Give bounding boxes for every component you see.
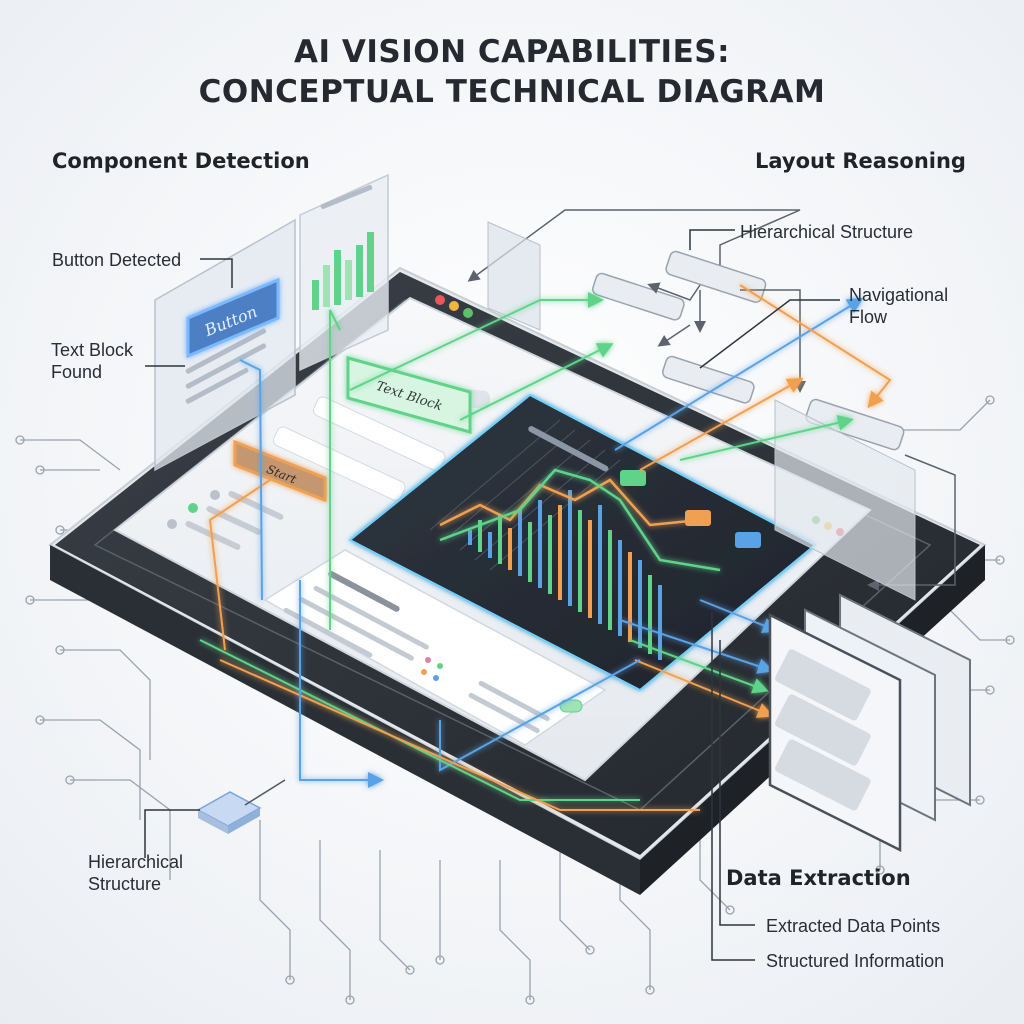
hierarchy-node-right bbox=[805, 398, 905, 451]
chart-line-orange bbox=[439, 478, 701, 527]
label-button-detected: Button Detected bbox=[52, 250, 182, 270]
component-detection-heading: Component Detection bbox=[52, 149, 310, 173]
callout-leaders bbox=[144, 229, 840, 961]
window-maximize-dot bbox=[463, 308, 473, 318]
chip-icon bbox=[196, 779, 286, 834]
label-hierarchical-structure-right: Hierarchical Structure bbox=[740, 222, 914, 242]
data-extraction-heading: Data Extraction bbox=[726, 866, 911, 890]
chart-tag-blue bbox=[735, 532, 761, 548]
chart-line-green bbox=[439, 468, 721, 572]
title-line-2: CONCEPTUAL TECHNICAL DIAGRAM bbox=[198, 74, 826, 110]
layout-reasoning-heading: Layout Reasoning bbox=[755, 149, 966, 173]
leader-structured-information bbox=[711, 612, 755, 961]
window-close-dot bbox=[435, 295, 445, 305]
label-extracted-data-points: Extracted Data Points bbox=[766, 916, 941, 936]
chart-panel bbox=[348, 393, 817, 692]
chart-bars bbox=[468, 490, 662, 660]
leader-navigational-flow bbox=[699, 299, 840, 369]
hierarchy-node-middle bbox=[662, 355, 755, 404]
chart-tag-green bbox=[620, 470, 646, 486]
right-glass-panels bbox=[487, 221, 916, 601]
leader-hierarchical-right bbox=[689, 229, 735, 250]
label-navigational-flow: Navigational Flow bbox=[849, 285, 949, 327]
label-structured-information: Structured Information bbox=[766, 951, 945, 971]
label-text-block-found: Text Block Found bbox=[51, 340, 134, 382]
label-hierarchical-structure-left: Hierarchical Structure bbox=[88, 852, 184, 894]
detected-button: Button bbox=[186, 277, 280, 359]
detected-action-chip: Start bbox=[233, 439, 327, 503]
leader-hierarchical-left bbox=[144, 809, 200, 858]
text-card bbox=[263, 549, 607, 746]
flow-arrows bbox=[199, 284, 892, 811]
mini-bar-chart bbox=[312, 232, 374, 310]
window-minimize-dot bbox=[449, 301, 459, 311]
diagram-title: AI VISION CAPABILITIES: CONCEPTUAL TECHN… bbox=[0, 32, 1024, 112]
title-line-1: AI VISION CAPABILITIES: bbox=[294, 34, 730, 70]
extraction-panels bbox=[768, 593, 971, 853]
chart-tag-orange bbox=[685, 510, 711, 526]
leader-button-detected bbox=[200, 258, 233, 288]
hierarchy-node-left bbox=[592, 272, 685, 321]
leader-extracted-data bbox=[719, 640, 755, 926]
